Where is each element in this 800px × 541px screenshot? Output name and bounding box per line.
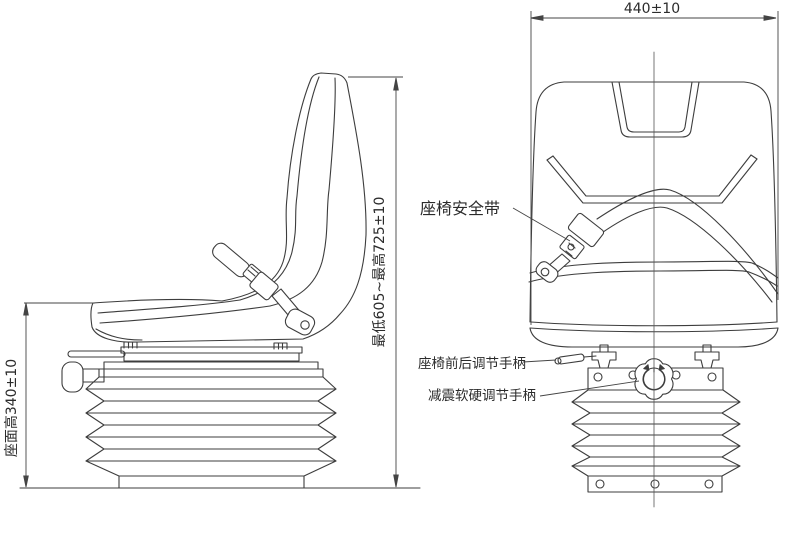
handle-rod bbox=[583, 355, 597, 358]
cushion-top-line-1 bbox=[529, 260, 779, 279]
suspension-top-plate-2 bbox=[98, 368, 324, 378]
bellows-valleys bbox=[589, 412, 723, 458]
plate-hole-1 bbox=[593, 372, 603, 382]
headrest-recess-inner bbox=[618, 81, 693, 133]
damper-knob-stem bbox=[82, 368, 105, 383]
rail-bar-lower bbox=[123, 352, 300, 362]
bellows-right-edge bbox=[721, 389, 741, 477]
plate-hole-4 bbox=[707, 372, 717, 382]
arrowhead-down bbox=[23, 475, 29, 488]
clamp-bolt bbox=[702, 344, 712, 353]
damper-knob-side bbox=[61, 361, 84, 393]
dim-seat-height bbox=[23, 302, 95, 488]
bellows-side bbox=[85, 376, 337, 489]
callout-fore-aft-handle: 座椅前后调节手柄 bbox=[418, 355, 526, 372]
cushion-seam-2 bbox=[99, 305, 271, 324]
callout-damper-handle: 减震软硬调节手柄 bbox=[428, 388, 536, 404]
clamp-bolt bbox=[599, 344, 609, 353]
leader-damper-handle bbox=[539, 380, 640, 397]
arrowhead-left bbox=[530, 15, 544, 21]
backrest-outline-front bbox=[529, 81, 778, 323]
bellows-front bbox=[571, 389, 741, 493]
rail-bolt-right bbox=[273, 342, 288, 350]
knob-arrowhead-left bbox=[643, 364, 650, 371]
arrowhead-up bbox=[23, 302, 29, 316]
dimension-lines bbox=[23, 11, 779, 488]
handle-grip bbox=[557, 353, 585, 365]
belt-buckle-front bbox=[567, 212, 605, 248]
backrest-seam-2 bbox=[269, 77, 336, 307]
suspension-top-plate-1 bbox=[103, 361, 319, 370]
headrest-recess-outer bbox=[611, 81, 700, 138]
bellows-ridges bbox=[85, 388, 337, 462]
belt-latch-hatch bbox=[565, 242, 576, 257]
fore-aft-lever-side bbox=[67, 350, 126, 358]
base-hole-2 bbox=[650, 479, 660, 489]
rail-assembly-side bbox=[61, 341, 324, 393]
bellows-left-edge bbox=[571, 389, 591, 477]
callout-seat-belt: 座椅安全带 bbox=[420, 199, 500, 218]
slide-clamp-right bbox=[694, 344, 720, 369]
base-hole-3 bbox=[704, 479, 714, 489]
dim-overall-width bbox=[530, 11, 779, 325]
clamp-body bbox=[591, 351, 617, 369]
dim-seat-height-text: 座面高340±10 bbox=[3, 359, 20, 457]
dim-overall-width-text: 440±10 bbox=[624, 1, 680, 17]
bellows-base-plate bbox=[118, 475, 305, 489]
cushion-top-line-2 bbox=[528, 269, 778, 287]
belt-arc-lower bbox=[595, 206, 773, 303]
dim-height-range-text: 最低605~最高725±10 bbox=[371, 197, 388, 348]
base-hole-1 bbox=[595, 479, 605, 489]
seat-belt-side bbox=[212, 242, 316, 336]
knob-arrowhead-right bbox=[658, 364, 665, 371]
dim-height-range bbox=[348, 76, 403, 488]
front-view bbox=[528, 51, 779, 508]
cushion-bottom-front bbox=[529, 327, 779, 348]
belt-arc-upper bbox=[596, 188, 779, 295]
arrowhead-down bbox=[393, 474, 399, 488]
side-view bbox=[19, 72, 421, 489]
cushion-piping-1 bbox=[530, 321, 778, 327]
belt-anchor-bolt bbox=[300, 320, 310, 330]
leader-fore-aft-handle bbox=[522, 359, 557, 363]
belt-buckle bbox=[249, 271, 279, 301]
fore-aft-handle-front bbox=[554, 353, 597, 365]
grab-bar-inner bbox=[552, 154, 752, 197]
belt-anchor-bolt-front bbox=[540, 267, 550, 277]
seat-outline-side bbox=[90, 72, 367, 343]
annotation-text: 440±10 最低605~最高725±10 座面高340±10 座椅安全带 座椅… bbox=[3, 1, 680, 457]
grab-bar-outer bbox=[546, 158, 758, 204]
cushion-front-lip bbox=[95, 328, 143, 341]
cushion-piping-2 bbox=[529, 327, 779, 333]
bellows-ridges bbox=[571, 401, 741, 467]
belt-clip-hatch bbox=[247, 266, 259, 277]
arrowhead-right bbox=[763, 15, 777, 21]
clamp-body bbox=[694, 351, 720, 369]
bellows-valleys bbox=[103, 400, 319, 450]
seat-belt-front bbox=[535, 212, 605, 283]
backrest-seam-1 bbox=[239, 76, 320, 301]
rail-bar-upper bbox=[120, 346, 303, 354]
grab-bar-caps bbox=[546, 154, 758, 161]
bellows-base-plate-front bbox=[587, 475, 723, 493]
leader-seat-belt bbox=[512, 207, 571, 242]
arrowhead-up bbox=[393, 77, 399, 91]
cushion-seam-1 bbox=[97, 299, 241, 314]
